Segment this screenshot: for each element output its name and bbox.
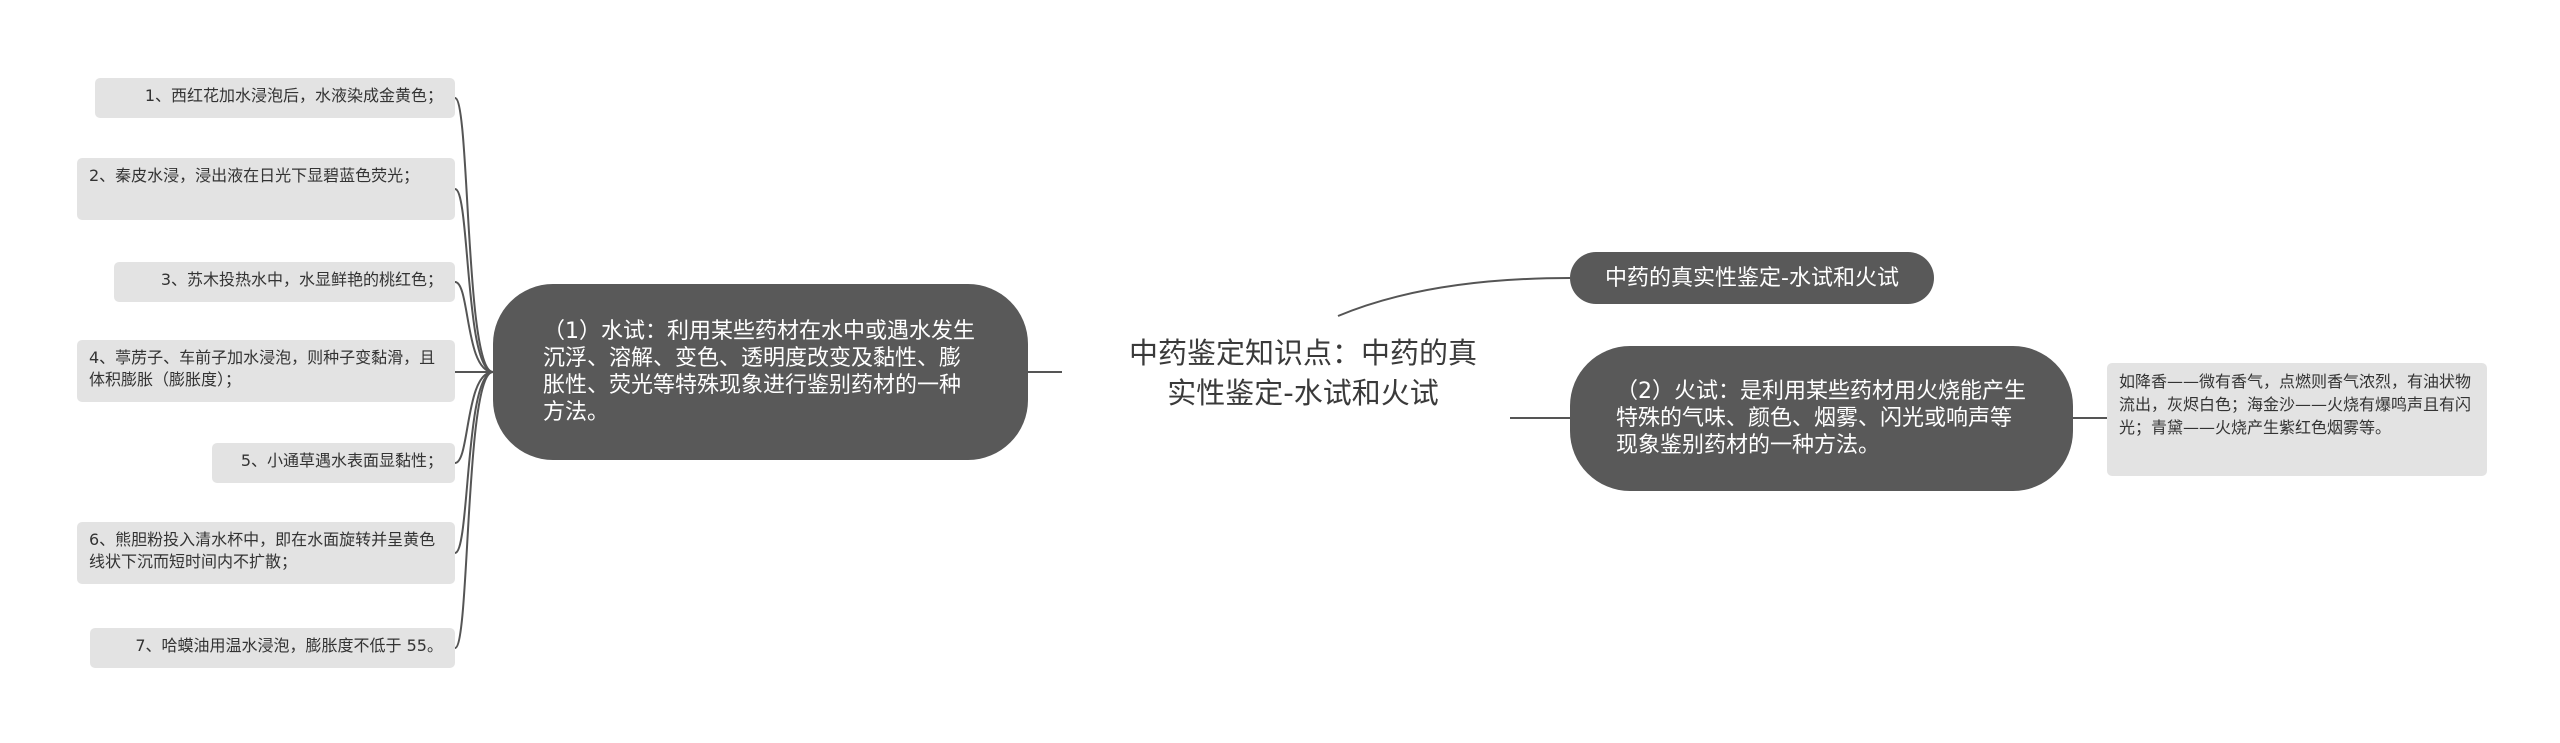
connector-water-leaf-6 <box>454 371 494 554</box>
central-topic[interactable]: 中药鉴定知识点：中药的真实性鉴定-水试和火试 <box>1128 336 1477 410</box>
fire-test-node[interactable]: （2）火试：是利用某些药材用火烧能产生特殊的气味、颜色、烟雾、闪光或响声等现象鉴… <box>1570 346 2073 491</box>
fire-test-label: （2）火试：是利用某些药材用火烧能产生特殊的气味、颜色、烟雾、闪光或响声等现象鉴… <box>1616 379 2026 458</box>
water-test-item-7[interactable]: 7、哈蟆油用温水浸泡，膨胀度不低于 55。 <box>90 628 455 668</box>
water-test-item-2[interactable]: 2、秦皮水浸，浸出液在日光下显碧蓝色荧光； <box>77 158 455 220</box>
title-node[interactable]: 中药的真实性鉴定-水试和火试 <box>1570 252 1934 304</box>
fire-test-item-1[interactable]: 如降香——微有香气，点燃则香气浓烈，有油状物流出，灰烬白色；海金沙——火烧有爆鸣… <box>2107 363 2487 476</box>
water-test-item-3[interactable]: 3、苏木投热水中，水显鲜艳的桃红色； <box>114 262 455 302</box>
water-test-item-4[interactable]: 4、葶苈子、车前子加水浸泡，则种子变黏滑，且体积膨胀（膨胀度）； <box>77 340 455 402</box>
water-test-item-6[interactable]: 6、熊胆粉投入清水杯中，即在水面旋转并呈黄色线状下沉而短时间内不扩散； <box>77 522 455 584</box>
connector-water-leaf-1 <box>454 97 494 373</box>
water-test-node[interactable]: （1）水试：利用某些药材在水中或遇水发生沉浮、溶解、变色、透明度改变及黏性、膨胀… <box>493 284 1028 460</box>
connector-water-leaf-5 <box>454 371 494 464</box>
connector-root-title <box>1337 277 1571 317</box>
connector-water-leaf-7 <box>454 371 494 649</box>
water-test-item-1[interactable]: 1、西红花加水浸泡后，水液染成金黄色； <box>95 78 455 118</box>
connector-water-leaf-3 <box>454 281 494 373</box>
connector-water-leaf-2 <box>454 188 494 373</box>
water-test-label: （1）水试：利用某些药材在水中或遇水发生沉浮、溶解、变色、透明度改变及黏性、膨胀… <box>543 319 975 425</box>
water-test-item-5[interactable]: 5、小通草遇水表面显黏性； <box>212 443 455 483</box>
